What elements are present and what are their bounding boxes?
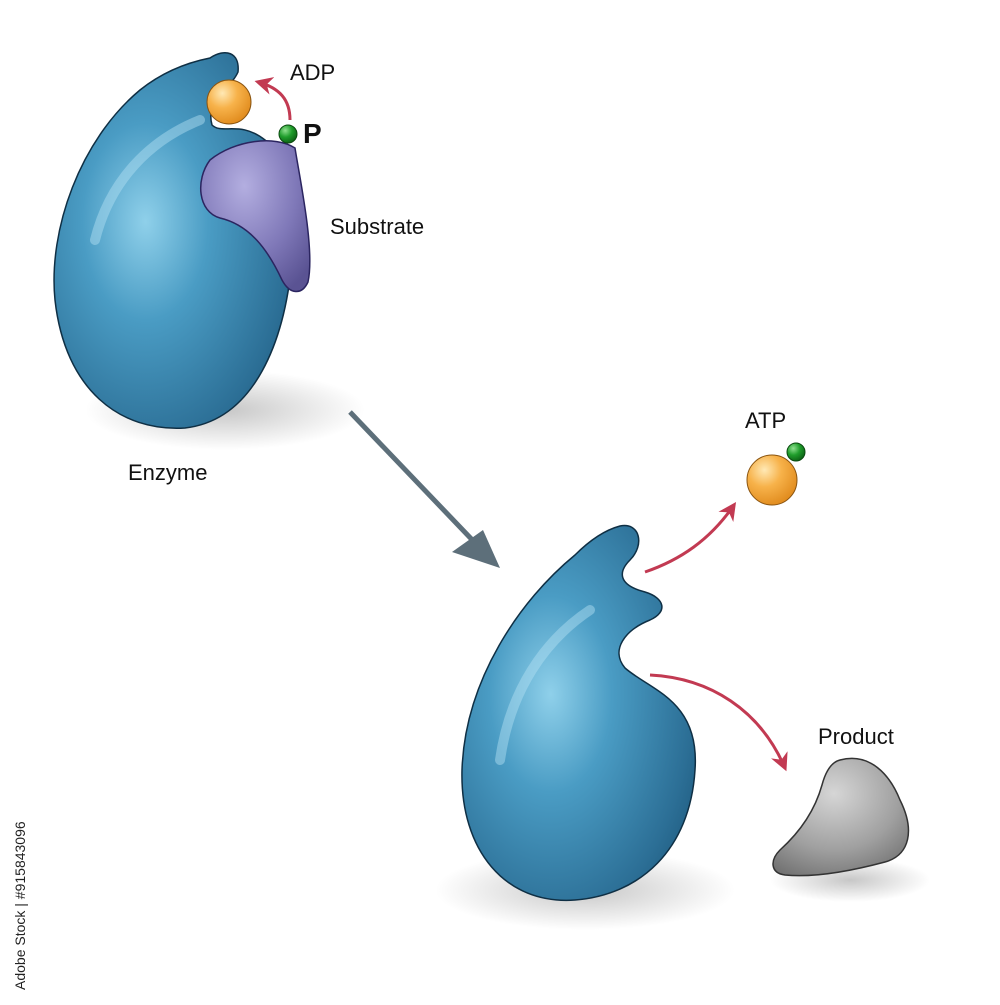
stock-watermark-text: Adobe Stock | #915843096 xyxy=(12,821,28,990)
enzyme-bottom-highlight xyxy=(495,605,595,765)
phosphate-ball xyxy=(278,124,298,144)
atp-ball xyxy=(746,454,798,506)
atp-release-arrow xyxy=(644,502,737,574)
substrate-label: Substrate xyxy=(330,214,425,239)
substrate-shape xyxy=(200,140,311,293)
product-label: Product xyxy=(818,724,894,749)
atp-label: ATP xyxy=(745,408,787,433)
adp-ball xyxy=(206,79,252,125)
process-arrow-line xyxy=(348,410,482,550)
phosphate-transfer-arrow xyxy=(254,77,292,121)
atp-phosphate-ball xyxy=(786,442,806,462)
enzyme-bottom xyxy=(461,524,696,901)
enzyme-top-highlight xyxy=(90,115,205,245)
product-shape xyxy=(772,757,910,877)
process-arrow-head xyxy=(452,530,500,568)
product-release-arrow xyxy=(649,673,788,772)
phosphate-label: P xyxy=(303,118,322,149)
adp-label: ADP xyxy=(290,60,336,85)
enzyme-label: Enzyme xyxy=(128,460,208,485)
